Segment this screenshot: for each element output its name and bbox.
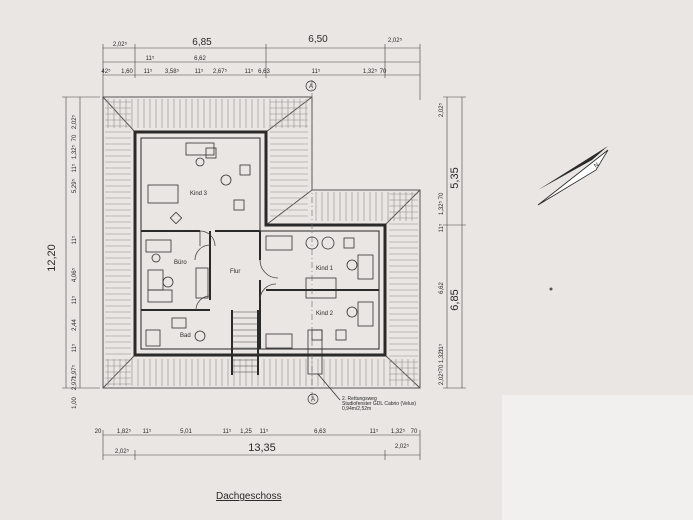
- dim-left-part-9: 2,44: [72, 319, 78, 331]
- dim-left-part-13: 1,00: [72, 397, 78, 409]
- dim-left-part-11: 1,97⁵: [71, 364, 78, 379]
- room-label-kind-3: Kind 3: [190, 191, 208, 197]
- dim-top-row3-11: 70: [380, 69, 387, 75]
- dim-bottom-row1-6: 1,25: [240, 429, 252, 435]
- section-marker-top: A: [305, 80, 317, 92]
- window-note: 2. Rettungsweg Studiofenster GDL Cabrio …: [342, 396, 416, 412]
- dim-bottom-row2-1: 2,02⁵: [115, 448, 130, 455]
- dim-right-part-3: 1,32⁵: [438, 200, 445, 215]
- dim-top-1: 2,02⁵: [113, 41, 128, 48]
- paper-sheet-corner: [502, 395, 693, 520]
- svg-text:A: A: [309, 84, 313, 90]
- roof-tile-hatching: [105, 99, 418, 386]
- dim-left-part-6: 11⁵: [71, 235, 78, 244]
- dim-left-part-10: 11⁵: [71, 343, 78, 352]
- interior-walls: [141, 230, 379, 375]
- dim-left-part-5: 5,29⁵: [71, 178, 78, 193]
- room-label-buero: Büro: [174, 260, 187, 266]
- exterior-walls: [133, 130, 387, 357]
- dim-bottom-row1-1: 20: [95, 429, 102, 435]
- dim-top-row3-4: 3,58⁵: [165, 68, 180, 75]
- dim-top-row3-6: 2,67⁵: [213, 68, 228, 75]
- svg-text:N: N: [593, 162, 600, 169]
- svg-text:2. Rettungsweg: 2. Rettungsweg: [342, 396, 377, 402]
- dim-top-row3-7: 11⁵: [245, 68, 254, 75]
- room-label-bad: Bad: [180, 333, 191, 339]
- dim-right-part-5: 6,62: [439, 282, 445, 294]
- dim-bottom-row1-4: 5,01: [180, 429, 192, 435]
- dim-left-total: 12,20: [46, 244, 58, 272]
- room-label-flur: Flur: [230, 269, 240, 275]
- dim-bottom-row1-9: 11⁵: [370, 428, 379, 435]
- room-label-kind-1: Kind 1: [316, 266, 334, 272]
- dim-bottom-total: 13,35: [248, 442, 276, 454]
- dim-right-part-2: 11⁵: [438, 223, 445, 232]
- bottom-dimension-row-1: 20 1,82⁵ 11⁵ 5,01 11⁵ 1,25 11⁵ 6,63 11⁵ 1,32⁵ 70: [95, 428, 418, 435]
- bottom-dimension-lines: [102, 430, 421, 460]
- svg-text:Studiofenster GDL Cabrio (Velu: Studiofenster GDL Cabrio (Velux): [342, 401, 416, 407]
- top-dimension-lines: [102, 44, 421, 100]
- dim-top-row3-5: 11⁵: [195, 68, 204, 75]
- left-dimension-parts: 2,02⁵ 70 1,32⁵ 11⁵ 5,29⁵ 11⁵ 4,06⁵ 11⁵ 2,44 11⁵ 1,…: [71, 114, 78, 408]
- dim-top-row3-2: 1,60: [121, 69, 133, 75]
- dim-right-part-4: 70: [439, 192, 445, 199]
- staircase: [232, 311, 258, 373]
- dim-top-row3-10: 1,32⁵: [363, 68, 378, 75]
- pin-hole: [549, 287, 553, 291]
- dim-bottom-row1-7: 11⁵: [260, 428, 269, 435]
- dim-top-3: 6,50: [308, 34, 328, 45]
- dim-top-4: 2,02⁵: [388, 37, 403, 44]
- svg-text:A: A: [311, 397, 315, 403]
- dim-top-row3-1: 42⁵: [101, 68, 111, 75]
- dim-right-part-1: 2,02⁵: [438, 102, 445, 117]
- escape-window-marker: [307, 329, 341, 401]
- dim-top-row3-3: 11⁵: [144, 68, 153, 75]
- dim-left-part-3: 1,32⁵: [71, 144, 78, 159]
- right-dimension-lines: [443, 96, 466, 389]
- dim-top-row2-1: 11⁵: [146, 55, 155, 62]
- dim-bottom-row1-11: 70: [411, 429, 418, 435]
- room-label-kind-2: Kind 2: [316, 311, 334, 317]
- dim-bottom-row1-5: 11⁵: [223, 428, 232, 435]
- dim-top-row3-9: 11⁵: [312, 68, 321, 75]
- dim-top-2: 6,85: [192, 37, 212, 48]
- dim-top-row2-2: 6,62: [194, 56, 206, 62]
- dim-left-part-1: 2,02⁵: [71, 114, 78, 129]
- dim-bottom-row1-8: 6,63: [314, 429, 326, 435]
- dim-left-part-4: 11⁵: [71, 163, 78, 172]
- dim-right-part-7: 1,32⁵: [438, 348, 445, 363]
- section-marker-bottom: A: [307, 393, 319, 405]
- dim-right-lower: 6,85: [449, 289, 461, 310]
- dim-top-row3-8: 6,63: [258, 69, 270, 75]
- dim-left-part-12: 2,97⁵: [71, 375, 78, 390]
- dim-bottom-row1-3: 11⁵: [143, 428, 152, 435]
- dim-left-part-8: 11⁵: [71, 295, 78, 304]
- dim-right-part-9: 2,02⁵: [438, 370, 445, 385]
- north-arrow-icon: N: [537, 146, 609, 206]
- dim-right-part-6: 11⁵: [438, 343, 445, 352]
- dim-left-part-7: 4,06⁵: [71, 267, 78, 282]
- dim-right-upper: 5,35: [449, 167, 461, 188]
- plan-title: Dachgeschoss: [216, 491, 282, 502]
- dim-right-part-8: 70: [439, 364, 445, 371]
- svg-text:0,94m/2,52m: 0,94m/2,52m: [342, 406, 371, 412]
- dim-bottom-row2-3: 2,02⁵: [395, 443, 410, 450]
- dim-left-part-2: 70: [72, 134, 78, 141]
- door-swings: [194, 230, 279, 311]
- left-dimension-lines: [62, 96, 100, 389]
- dim-bottom-row1-10: 1,32⁵: [391, 428, 406, 435]
- dim-bottom-row1-2: 1,82⁵: [117, 428, 132, 435]
